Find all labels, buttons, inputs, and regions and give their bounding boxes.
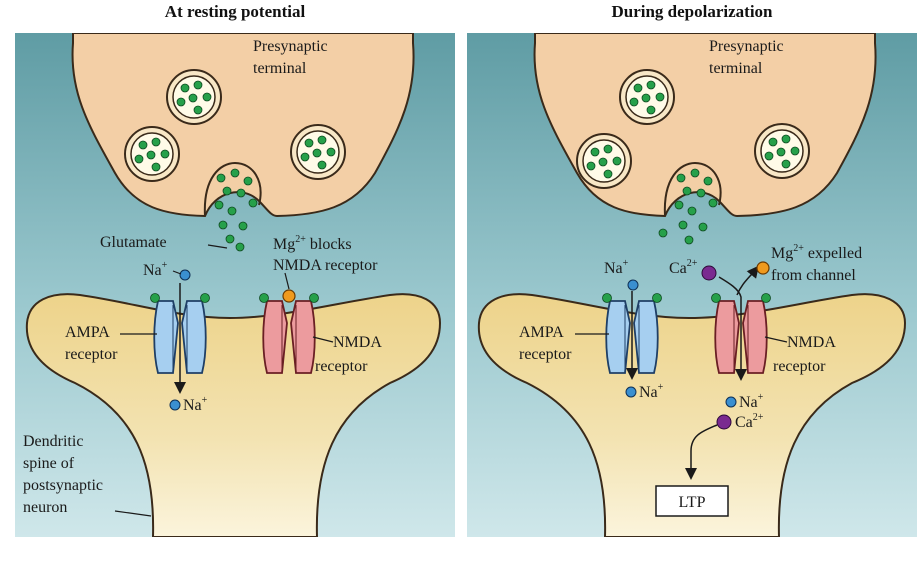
mg-expelled-label-line1: Mg2+ expelled (771, 243, 862, 262)
mg-leader (284, 272, 290, 290)
sodium-ion (725, 396, 737, 408)
presynaptic-label-line2: terminal (253, 60, 307, 77)
ampa-receptor (153, 300, 207, 374)
na-top-label: Na+ (143, 260, 168, 279)
resting-potential-diagram: Presynaptic terminal Glutamate Mg2+ bloc… (15, 33, 455, 537)
ampa-label-line1: AMPA (519, 324, 564, 341)
sodium-ion (625, 386, 637, 398)
nmda-receptor-caption: NMDA receptor (273, 257, 378, 274)
calcium-ion (716, 414, 732, 430)
nmda-receptor (262, 300, 316, 374)
magnesium-ion (756, 261, 770, 275)
nmda-label-line1: NMDA (333, 334, 382, 351)
postsynaptic-spine (25, 293, 442, 537)
dendritic-label-line4: neuron (23, 499, 67, 516)
dendritic-label-line1: Dendritic (23, 433, 83, 450)
dendritic-label-line2: spine of (23, 455, 75, 472)
left-panel-title: At resting potential (164, 2, 306, 21)
vesicle-glutamate-cluster (586, 80, 800, 179)
mg-expulsion-arrow (736, 265, 759, 296)
ltp-arrow (685, 424, 718, 480)
ampa-label-line2: receptor (65, 346, 118, 363)
ampa-receptor (605, 300, 659, 374)
released-glutamate (214, 168, 258, 252)
depolarization-panel: LTP Presynaptic terminal Na+ Ca2+ Mg2+ e… (467, 33, 917, 537)
nmda-label-line2: receptor (773, 358, 826, 375)
magnesium-ion (282, 289, 296, 303)
ampa-label-line2: receptor (519, 346, 572, 363)
mg-expelled-label-line2: from channel (771, 267, 856, 284)
na-bottom-right-label: Na+ (739, 392, 764, 411)
sodium-ion (169, 399, 181, 411)
nmda-leader (764, 336, 788, 343)
nmda-label-line1: NMDA (787, 334, 836, 351)
depolarization-diagram: LTP Presynaptic terminal Na+ Ca2+ Mg2+ e… (467, 33, 917, 537)
glutamate-label: Glutamate (100, 234, 167, 251)
mg-blocks-label: Mg2+ blocks (273, 234, 352, 253)
ltp-box (655, 485, 729, 517)
fusing-vesicle (203, 161, 262, 217)
fusing-vesicle (663, 161, 722, 217)
vesicle-glutamate-cluster (134, 80, 336, 172)
right-panel-title: During depolarization (611, 2, 773, 21)
ca-top-label: Ca2+ (669, 258, 698, 277)
sodium-ion (627, 279, 639, 291)
resting-potential-panel: Presynaptic terminal Glutamate Mg2+ bloc… (15, 33, 455, 537)
na-bottom-label: Na+ (183, 395, 208, 414)
ltp-label: LTP (679, 494, 706, 511)
presynaptic-label-line1: Presynaptic (709, 38, 784, 55)
bound-glutamate (150, 293, 319, 303)
postsynaptic-spine (477, 293, 907, 537)
sodium-ion (179, 269, 191, 281)
nmda-ion-flow-arrow (718, 276, 747, 381)
ampa-label-line1: AMPA (65, 324, 110, 341)
na-leader (172, 270, 182, 275)
presynaptic-label-line1: Presynaptic (253, 38, 328, 55)
na-bottom-left-label: Na+ (639, 382, 664, 401)
glutamate-leader (207, 244, 228, 249)
na-top-label: Na+ (604, 258, 629, 277)
nmda-receptor (714, 300, 768, 374)
calcium-ion (701, 265, 717, 281)
nmda-leader (312, 336, 334, 343)
presynaptic-label-line2: terminal (709, 60, 763, 77)
nmda-label-line2: receptor (315, 358, 368, 375)
ca-bottom-label: Ca2+ (735, 412, 764, 431)
dendrite-leader (114, 510, 152, 517)
dendritic-label-line3: postsynaptic (23, 477, 103, 494)
released-glutamate (658, 168, 718, 245)
bound-glutamate (602, 293, 771, 303)
